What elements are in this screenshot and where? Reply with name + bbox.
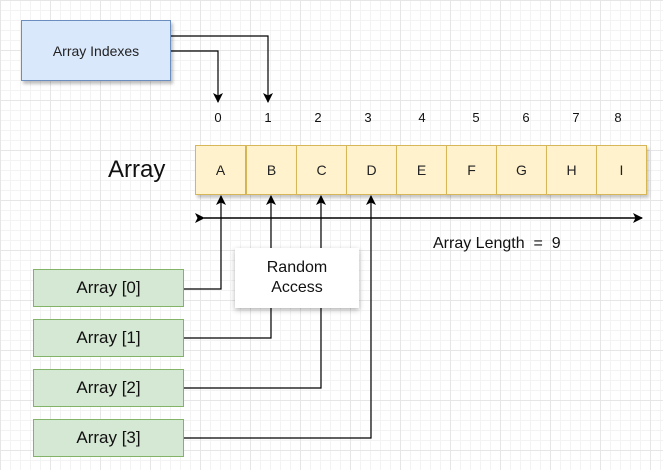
- accessor-array-0[interactable]: Array [0]: [33, 269, 184, 307]
- accessor-label: Array [3]: [76, 428, 141, 447]
- index-label-8: 8: [614, 110, 622, 125]
- array-cell-c[interactable]: C: [296, 145, 347, 195]
- access-arrow-0: [184, 195, 226, 290]
- accessor-array-1[interactable]: Array [1]: [33, 319, 184, 357]
- cell-label: E: [416, 162, 427, 178]
- index-label-3: 3: [364, 110, 372, 125]
- index-label-6: 6: [522, 110, 530, 125]
- cell-label: B: [266, 162, 277, 178]
- cell-label: F: [467, 162, 476, 178]
- array-cell-a[interactable]: A: [195, 145, 246, 195]
- index-arrow-0: [171, 50, 223, 103]
- cell-label: H: [566, 162, 577, 178]
- cell-label: A: [215, 162, 226, 178]
- index-label-7: 7: [572, 110, 580, 125]
- array-title: Array: [108, 156, 166, 183]
- index-label-0: 0: [214, 110, 222, 125]
- cell-label: I: [619, 162, 624, 178]
- array-length-label: Array Length = 9: [433, 235, 561, 252]
- access-arrow-1: [184, 195, 276, 339]
- index-label-5: 5: [472, 110, 480, 125]
- array-cell-e[interactable]: E: [396, 145, 447, 195]
- accessor-label: Array [1]: [76, 328, 141, 347]
- array-cell-f[interactable]: F: [446, 145, 497, 195]
- index-label-1: 1: [264, 110, 272, 125]
- accessor-array-3[interactable]: Array [3]: [33, 419, 184, 457]
- random-access-line-1: Random: [266, 259, 328, 276]
- array-indexes-label: Array Indexes: [52, 42, 140, 59]
- array-cell-b[interactable]: B: [246, 145, 297, 195]
- array-indexes-box[interactable]: Array Indexes: [21, 20, 171, 81]
- cell-label: G: [516, 162, 527, 178]
- accessor-label: Array [0]: [76, 278, 141, 297]
- index-arrow-1: [171, 35, 273, 103]
- accessor-array-2[interactable]: Array [2]: [33, 369, 184, 407]
- index-label-2: 2: [314, 110, 322, 125]
- array-cell-g[interactable]: G: [496, 145, 547, 195]
- cell-label: C: [316, 162, 327, 178]
- array-cell-h[interactable]: H: [546, 145, 597, 195]
- random-access-line-2: Access: [271, 279, 323, 296]
- access-arrow-3: [184, 195, 376, 439]
- index-label-4: 4: [418, 110, 426, 125]
- random-access-box[interactable]: Random Access: [235, 248, 359, 308]
- array-cell-i[interactable]: I: [596, 145, 647, 195]
- array-cell-d[interactable]: D: [346, 145, 397, 195]
- accessor-label: Array [2]: [76, 378, 141, 397]
- cell-label: D: [366, 162, 377, 178]
